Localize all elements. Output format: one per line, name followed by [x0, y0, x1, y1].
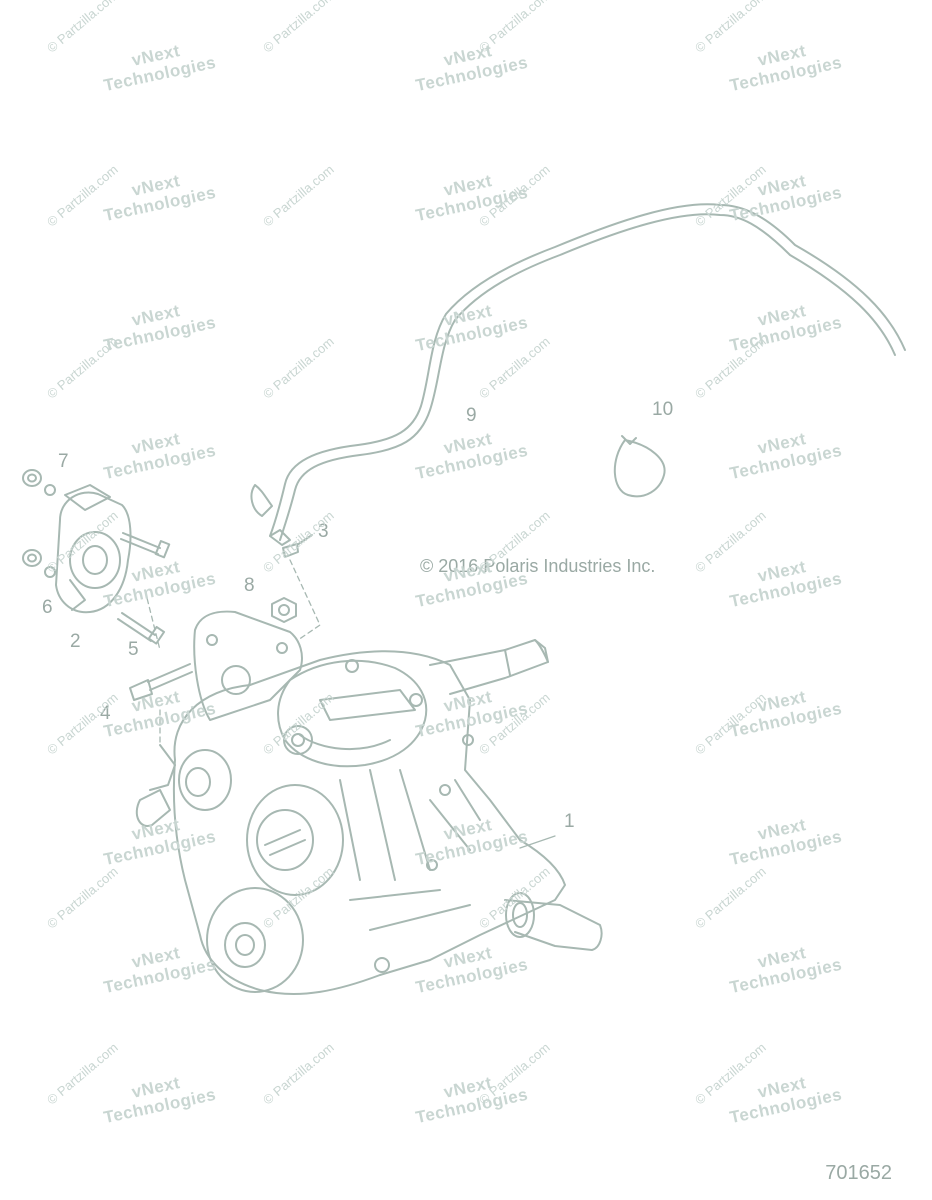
callout-6: 6 — [42, 597, 53, 618]
callout-9: 9 — [466, 405, 477, 426]
callout-7: 7 — [58, 451, 69, 472]
hose-clamp — [282, 534, 313, 558]
callout-2: 2 — [70, 631, 81, 652]
mounting-bolts — [117, 532, 171, 645]
callout-3: 3 — [318, 521, 329, 542]
copyright-notice: © 2016 Polaris Industries Inc. — [420, 556, 656, 576]
flange-nut — [271, 597, 297, 623]
vent-hose — [250, 203, 906, 546]
callout-8: 8 — [244, 575, 255, 596]
callout-5: 5 — [128, 639, 139, 660]
callout-10: 10 — [652, 399, 674, 420]
clamp-loop — [613, 435, 666, 498]
sensor-fasteners — [22, 469, 56, 578]
speed-sensor — [55, 484, 132, 614]
gearcase-assembly — [135, 610, 603, 995]
long-bolt — [129, 663, 193, 701]
callout-1: 1 — [564, 811, 575, 832]
callout-4: 4 — [100, 703, 111, 724]
document-number: 701652 — [825, 1162, 892, 1184]
